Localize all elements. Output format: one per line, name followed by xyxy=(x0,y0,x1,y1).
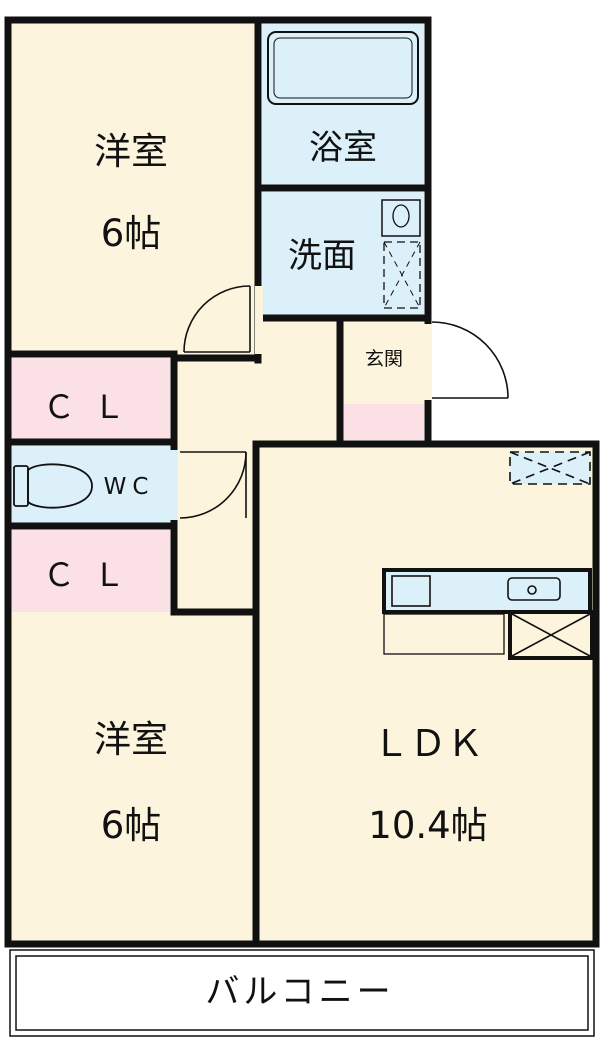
bathtub-icon xyxy=(267,31,419,105)
ldk-label: ＬＤＫ xyxy=(372,722,484,765)
door-gap-wc xyxy=(170,450,178,520)
refrigerator-space-icon xyxy=(509,451,591,485)
entrance-step-floor xyxy=(344,404,424,440)
washroom-floor xyxy=(262,192,424,316)
entrance-floor xyxy=(344,320,424,404)
wash-basin-icon xyxy=(381,199,421,237)
basin-bowl xyxy=(392,204,410,228)
washroom-label: 洗面 xyxy=(288,236,356,276)
ldk-floor xyxy=(256,444,596,944)
western-room-top-label: 洋室 xyxy=(94,130,168,173)
ldk-size: 10.4帖 xyxy=(368,804,488,847)
walls xyxy=(4,16,600,948)
closet-upper-label: ＣＬ xyxy=(42,388,143,426)
closet-lower-floor xyxy=(8,530,170,612)
western-room-bottom-label: 洋室 xyxy=(94,718,168,761)
door-gap-top-room xyxy=(255,286,263,354)
washing-machine-icon xyxy=(383,241,421,309)
western-room-bottom-size: 6帖 xyxy=(100,804,162,847)
closet-upper-floor xyxy=(8,358,170,440)
closet-lower-label: ＣＬ xyxy=(42,556,143,594)
balcony-label: バルコニー xyxy=(205,972,395,1012)
doors xyxy=(179,285,509,519)
toilet-floor xyxy=(8,446,170,524)
bathroom-label: 浴室 xyxy=(309,128,377,168)
bathtub-inner xyxy=(273,37,413,99)
toilet-icon xyxy=(13,463,93,509)
entrance-label: 玄関 xyxy=(364,348,403,370)
western-room-bottom-floor xyxy=(8,612,256,944)
balcony-outline xyxy=(9,949,595,1037)
kitchen-counter-icon xyxy=(382,568,594,660)
door-gap-entrance xyxy=(424,324,432,400)
toilet-label: WC xyxy=(103,474,155,500)
western-room-top-size: 6帖 xyxy=(100,212,162,255)
western-room-top-floor xyxy=(8,20,256,350)
